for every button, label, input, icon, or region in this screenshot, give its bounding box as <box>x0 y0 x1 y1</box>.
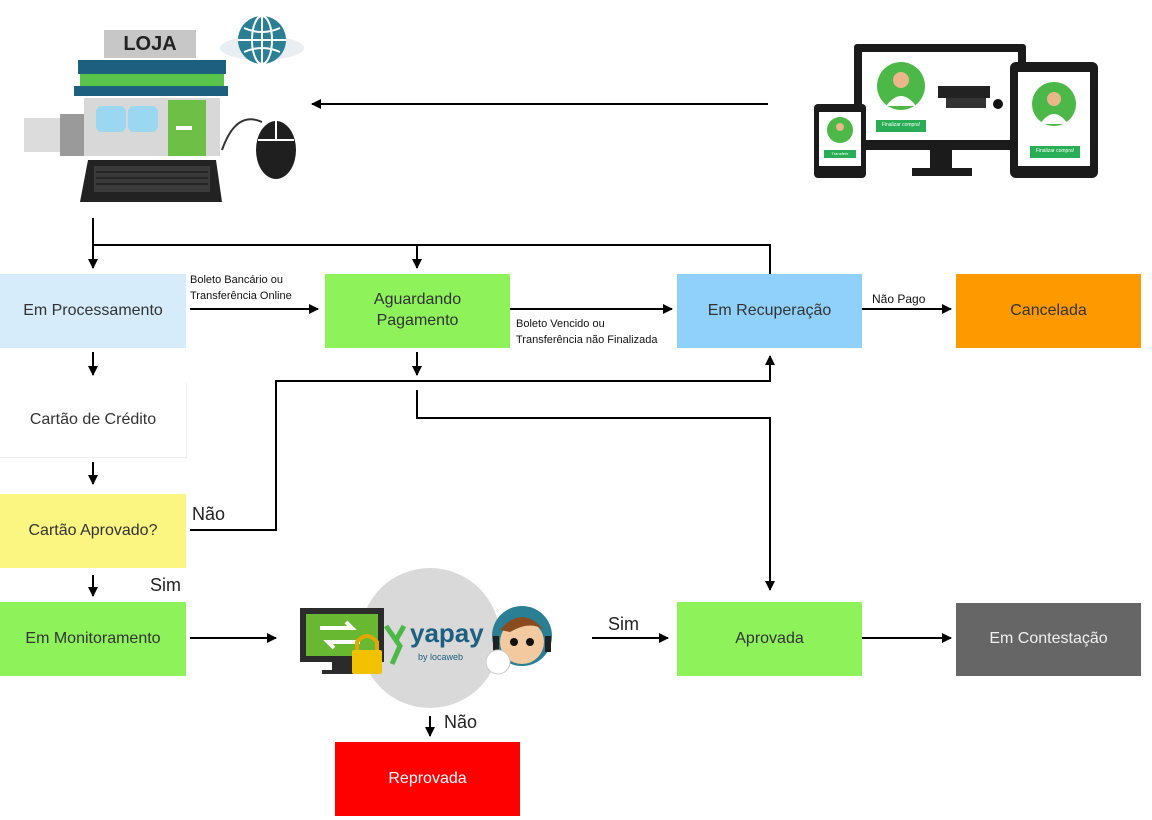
store-sign <box>104 30 196 58</box>
monitor-icon <box>854 44 1026 176</box>
line-recovery-top-loop <box>93 244 771 274</box>
node-em-recuperacao: Em Recuperação <box>677 274 862 348</box>
node-aprovada: Aprovada <box>677 602 862 676</box>
support-agent-icon <box>485 606 552 675</box>
node-em-monitoramento: Em Monitoramento <box>0 602 186 676</box>
lock-icon <box>352 634 382 674</box>
globe-icon <box>220 15 304 65</box>
phone-icon <box>814 104 866 178</box>
label-boleto-online: Boleto Bancário ou Transferência Online <box>190 273 292 305</box>
label-approved-yes: Sim <box>608 614 639 634</box>
store-illustration <box>24 15 304 202</box>
arrow-awaiting-to-approved <box>416 390 775 591</box>
devices-illustration <box>814 44 1098 178</box>
node-reprovada: Reprovada <box>335 742 520 816</box>
mouse-icon <box>221 118 296 179</box>
yapay-logo <box>383 624 407 666</box>
arrow-card-no-to-recovery <box>190 355 775 531</box>
phone-transfer-label: Transferir <box>831 151 849 156</box>
node-em-processamento: Em Processamento <box>0 274 186 348</box>
node-cartao-de-credito: Cartão de Crédito <box>0 383 187 458</box>
label-boleto-expired-line1: Boleto Vencido ou <box>516 318 605 330</box>
node-em-contestacao: Em Contestação <box>956 603 1141 676</box>
label-boleto-expired: Boleto Vencido ou Transferência não Fina… <box>516 317 657 349</box>
tablet-finalize-label: Finalizar compra! <box>1035 148 1075 154</box>
label-boleto-expired-line2: Transferência não Finalizada <box>516 333 658 346</box>
yapay-sub: by locaweb <box>418 652 464 662</box>
usb-icon <box>24 114 84 156</box>
monitor-finalize-label: Finalizar compra! <box>881 122 921 128</box>
label-rejected-no: Não <box>444 712 478 732</box>
node-cartao-aprovado: Cartão Aprovado? <box>0 494 186 568</box>
tablet-icon <box>1010 62 1098 178</box>
cart-icon <box>485 649 511 675</box>
store-sign-label: LOJA <box>123 33 177 55</box>
label-boleto-online-line2: Transferência Online <box>190 289 292 302</box>
keyboard-icon <box>80 160 222 202</box>
node-cancelada: Cancelada <box>956 274 1141 348</box>
label-card-yes: Sim <box>150 575 181 595</box>
label-boleto-online-line1: Boleto Bancário ou <box>190 274 283 286</box>
finalize-button <box>876 120 926 132</box>
label-not-paid: Não Pago <box>872 292 926 306</box>
label-card-no: Não <box>192 504 226 524</box>
node-aguardando-pagamento: Aguardando Pagamento <box>325 274 510 348</box>
yapay-brand: yapay <box>410 618 484 648</box>
